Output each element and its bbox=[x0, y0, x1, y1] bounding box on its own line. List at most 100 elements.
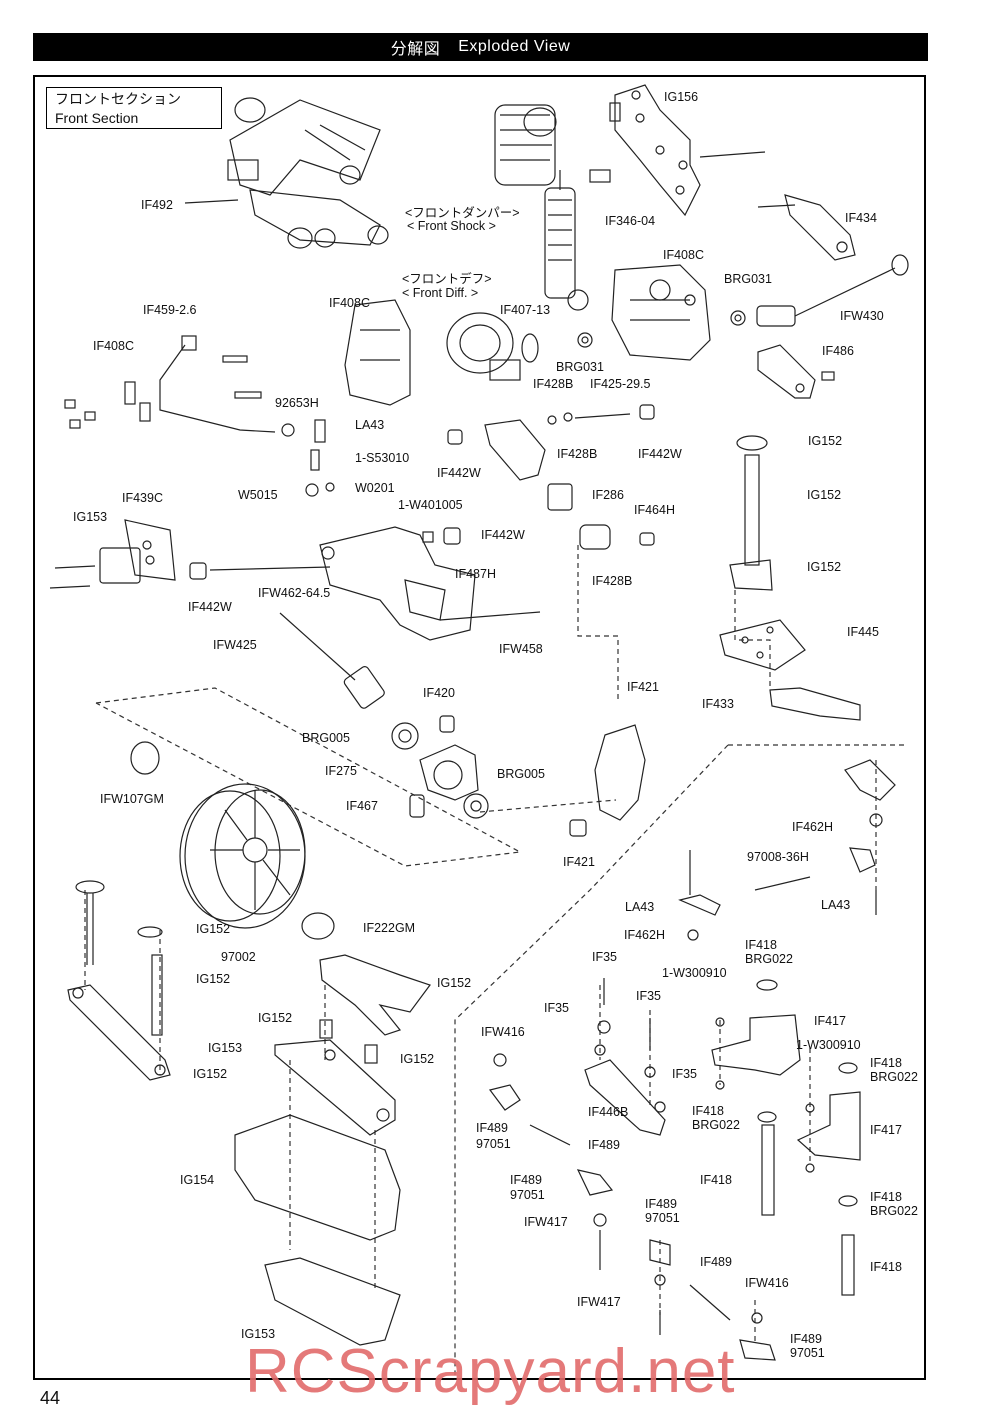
part-label-la43-b: LA43 bbox=[625, 900, 655, 914]
part-label-if446b: IF446B bbox=[588, 1105, 629, 1119]
part-label-if222gm: IF222GM bbox=[363, 921, 416, 935]
part-label-if408c-right: IF408C bbox=[663, 248, 704, 262]
part-label-if35-d: IF35 bbox=[672, 1067, 698, 1081]
diagram-frame bbox=[33, 75, 926, 1380]
part-label-brg022-d: BRG022 bbox=[870, 1204, 918, 1218]
part-label-if428b-a: IF428B bbox=[533, 377, 574, 391]
part-label-if428b-b: IF428B bbox=[557, 447, 598, 461]
part-label-ig156: IG156 bbox=[664, 90, 699, 104]
section-title-box: フロントセクション Front Section bbox=[46, 87, 222, 129]
part-label-w5015: W5015 bbox=[238, 488, 278, 502]
part-label-ig152-h: IG152 bbox=[400, 1052, 435, 1066]
part-label-if442w-b: IF442W bbox=[638, 447, 682, 461]
part-label-brg005-a: BRG005 bbox=[302, 731, 350, 745]
part-label-if434: IF434 bbox=[845, 211, 877, 225]
part-label-if425: IF425-29.5 bbox=[590, 377, 651, 391]
part-label-1-w401005: 1-W401005 bbox=[398, 498, 463, 512]
part-label-if445: IF445 bbox=[847, 625, 879, 639]
part-label-if489-a: IF489 bbox=[476, 1121, 508, 1135]
part-label-if35-c: IF35 bbox=[544, 1001, 570, 1015]
part-label-1-w300910-b: 1-W300910 bbox=[796, 1038, 861, 1052]
part-label-if417-a: IF417 bbox=[814, 1014, 846, 1028]
part-label-if275: IF275 bbox=[325, 764, 357, 778]
part-label-if464h: IF464H bbox=[634, 503, 675, 517]
part-label-brg005-b: BRG005 bbox=[497, 767, 545, 781]
part-label-97051-c: 97051 bbox=[645, 1211, 680, 1225]
watermark-text: RCScrapyard.net bbox=[245, 1337, 736, 1406]
part-label-ig152-d: IG152 bbox=[196, 922, 231, 936]
part-label-ig152-a: IG152 bbox=[808, 434, 843, 448]
part-label-la43-a: LA43 bbox=[355, 418, 385, 432]
part-label-if407: IF407-13 bbox=[500, 303, 551, 317]
part-label-la43-c: LA43 bbox=[821, 898, 851, 912]
part-label-w0201: W0201 bbox=[355, 481, 395, 495]
part-label-ifw416-a: IFW416 bbox=[481, 1025, 525, 1039]
header-title-jp: 分解図 bbox=[390, 41, 441, 58]
part-label-ifw462: IFW462-64.5 bbox=[258, 586, 331, 600]
part-label-ig152-f: IG152 bbox=[437, 976, 472, 990]
part-label-if442w-a: IF442W bbox=[437, 466, 481, 480]
part-label-if489-f: IF489 bbox=[790, 1332, 822, 1346]
part-label-if492: IF492 bbox=[141, 198, 173, 212]
part-label-if442w-c: IF442W bbox=[481, 528, 525, 542]
part-label-1-s53010: 1-S53010 bbox=[355, 451, 410, 465]
part-label-if442w-d: IF442W bbox=[188, 600, 232, 614]
front-diff-en: < Front Diff. > bbox=[402, 286, 479, 300]
part-label-if346-04: IF346-04 bbox=[605, 214, 656, 228]
part-label-brg022-c: BRG022 bbox=[692, 1118, 740, 1132]
part-label-brg031-b: BRG031 bbox=[556, 360, 604, 374]
part-label-if459: IF459-2.6 bbox=[143, 303, 197, 317]
part-label-ig152-e: IG152 bbox=[196, 972, 231, 986]
part-label-if462h-b: IF462H bbox=[624, 928, 665, 942]
part-label-ifw458: IFW458 bbox=[499, 642, 543, 656]
part-label-ig153-a: IG153 bbox=[73, 510, 108, 524]
part-label-if35-a: IF35 bbox=[592, 950, 618, 964]
part-label-ig154: IG154 bbox=[180, 1173, 215, 1187]
part-label-brg022-b: BRG022 bbox=[870, 1070, 918, 1084]
part-label-if421-b: IF421 bbox=[563, 855, 595, 869]
front-shock-jp: <フロントダンパー> bbox=[405, 206, 520, 220]
part-label-92653h: 92653H bbox=[275, 396, 319, 410]
part-label-if428b-c: IF428B bbox=[592, 574, 633, 588]
part-label-if489-e: IF489 bbox=[700, 1255, 732, 1269]
part-label-97051-a: 97051 bbox=[476, 1137, 511, 1151]
part-label-if418-a: IF418 bbox=[745, 938, 777, 952]
part-label-if489-d: IF489 bbox=[645, 1197, 677, 1211]
section-title-jp: フロントセクション bbox=[55, 91, 181, 107]
page-header-bar: 分解図 Exploded View bbox=[33, 33, 928, 61]
part-label-if418-d: IF418 bbox=[700, 1173, 732, 1187]
part-label-brg031-a: BRG031 bbox=[724, 272, 772, 286]
part-label-ig153-b: IG153 bbox=[208, 1041, 243, 1055]
part-label-ifw417-b: IFW417 bbox=[577, 1295, 621, 1309]
part-label-97002: 97002 bbox=[221, 950, 256, 964]
part-label-if487h: IF487H bbox=[455, 567, 496, 581]
part-label-ifw425: IFW425 bbox=[213, 638, 257, 652]
part-label-97051-b: 97051 bbox=[510, 1188, 545, 1202]
part-label-ig152-b: IG152 bbox=[807, 488, 842, 502]
header-title-en: Exploded View bbox=[458, 38, 571, 55]
part-label-if418-f: IF418 bbox=[870, 1260, 902, 1274]
part-label-if489-c: IF489 bbox=[510, 1173, 542, 1187]
part-label-if433: IF433 bbox=[702, 697, 734, 711]
part-label-ifw430: IFW430 bbox=[840, 309, 884, 323]
section-title-en: Front Section bbox=[55, 110, 139, 126]
part-label-if35-b: IF35 bbox=[636, 989, 662, 1003]
front-shock-en: < Front Shock > bbox=[407, 219, 496, 233]
part-label-if408c-left: IF408C bbox=[93, 339, 134, 353]
part-label-1-w300910-a: 1-W300910 bbox=[662, 966, 727, 980]
page-number: 44 bbox=[40, 1388, 61, 1408]
part-label-ig152-g: IG152 bbox=[258, 1011, 293, 1025]
part-label-if462h-a: IF462H bbox=[792, 820, 833, 834]
part-label-if418-b: IF418 bbox=[870, 1056, 902, 1070]
part-label-ig152-c: IG152 bbox=[807, 560, 842, 574]
part-label-97008-36h: 97008-36H bbox=[747, 850, 809, 864]
part-label-ifw417-a: IFW417 bbox=[524, 1215, 568, 1229]
part-label-ifw107gm: IFW107GM bbox=[100, 792, 164, 806]
part-label-if439c: IF439C bbox=[122, 491, 163, 505]
part-label-if467: IF467 bbox=[346, 799, 378, 813]
part-label-brg022-a: BRG022 bbox=[745, 952, 793, 966]
part-label-if286: IF286 bbox=[592, 488, 624, 502]
part-label-ig152-i: IG152 bbox=[193, 1067, 228, 1081]
part-label-if420: IF420 bbox=[423, 686, 455, 700]
